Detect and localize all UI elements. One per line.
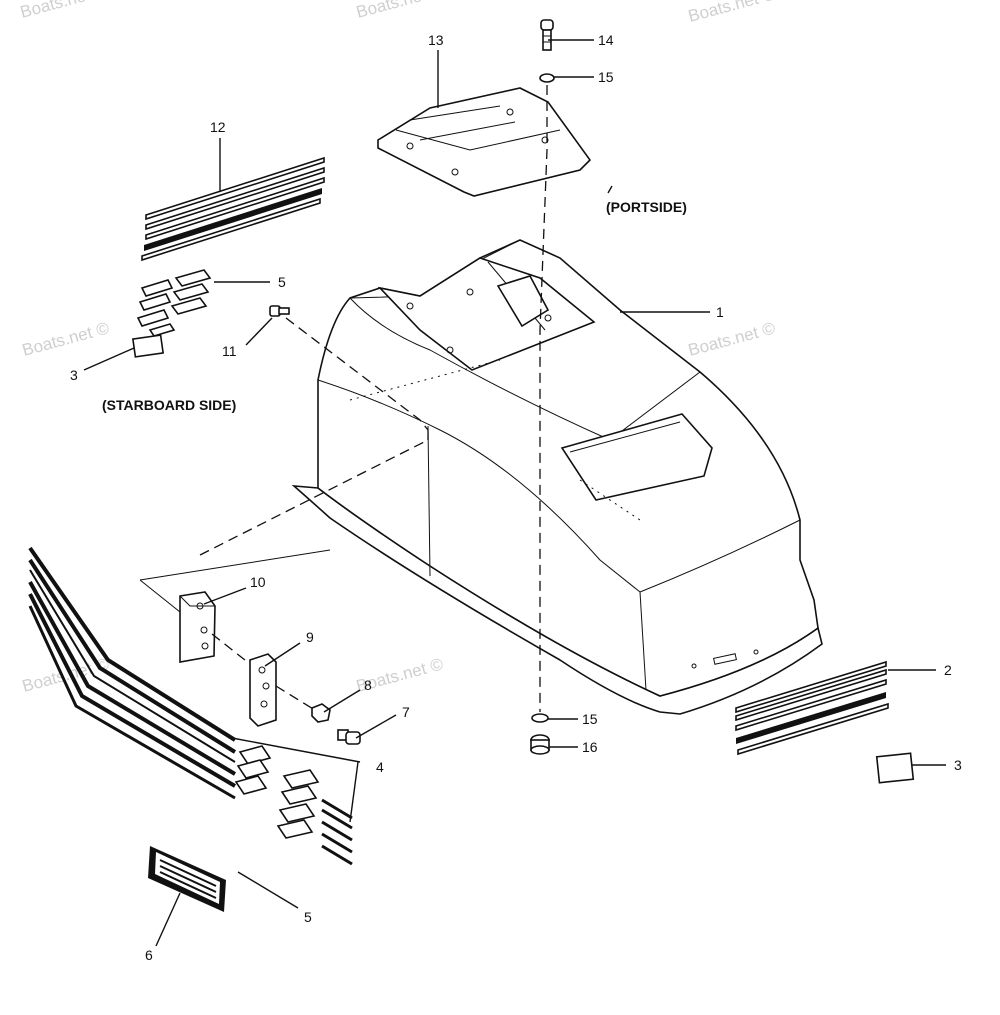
grommet-16 xyxy=(530,734,550,755)
bracket-9 xyxy=(249,653,277,727)
dashed-connector xyxy=(211,633,251,665)
leader-lines xyxy=(83,39,946,947)
leader-line xyxy=(139,549,331,581)
dashed-centerline xyxy=(539,85,548,712)
bracket-10 xyxy=(179,591,216,663)
label-15-lower: 15 xyxy=(582,711,598,727)
label-3-starboard: 3 xyxy=(70,367,78,383)
dashed-connector xyxy=(199,439,429,556)
screw-14 xyxy=(540,19,554,51)
label-14: 14 xyxy=(598,32,614,48)
watermark: Boats.net © xyxy=(20,318,111,360)
label-12: 12 xyxy=(210,119,226,135)
callout-labels: 13 14 15 12 1 5 11 3 10 9 2 8 7 15 16 3 … xyxy=(70,32,962,963)
label-1: 1 xyxy=(716,304,724,320)
stripe-decal-2 xyxy=(735,660,889,756)
portside-label: (PORTSIDE) xyxy=(606,199,687,215)
label-8: 8 xyxy=(364,677,372,693)
starboard-side-label: (STARBOARD SIDE) xyxy=(102,397,236,413)
label-6: 6 xyxy=(145,947,153,963)
label-5-upper: 5 xyxy=(278,274,286,290)
label-7: 7 xyxy=(402,704,410,720)
label-15-upper: 15 xyxy=(598,69,614,85)
stripe-decal-4 xyxy=(28,546,353,866)
dashed-connector-11 xyxy=(285,317,429,431)
label-16: 16 xyxy=(582,739,598,755)
watermark: Boats.net © xyxy=(686,0,777,26)
watermark: Boats.net © xyxy=(18,0,109,22)
leader-line xyxy=(139,579,181,613)
chevron-decals-5-upper xyxy=(136,269,212,337)
watermark: Boats.net © xyxy=(354,0,445,22)
dashed-connector xyxy=(275,685,319,713)
label-4: 4 xyxy=(376,759,384,775)
label-9: 9 xyxy=(306,629,314,645)
decal-3-starboard xyxy=(131,334,165,358)
nut-8 xyxy=(311,703,331,723)
washer-15-upper xyxy=(539,73,555,83)
label-10: 10 xyxy=(250,574,266,590)
screw-7 xyxy=(337,729,361,745)
decal-3-portside xyxy=(875,752,915,784)
washer-15-lower xyxy=(531,713,549,723)
label-3-portside: 3 xyxy=(954,757,962,773)
label-11: 11 xyxy=(222,343,237,359)
watermark: Boats.net © xyxy=(686,318,777,360)
label-13: 13 xyxy=(428,32,444,48)
label-2: 2 xyxy=(944,662,952,678)
screw-11 xyxy=(269,305,290,317)
cover-plate-13 xyxy=(377,87,592,197)
engine-cowl-1 xyxy=(291,239,823,715)
stripe-decal-12 xyxy=(141,156,325,262)
label-5-lower: 5 xyxy=(304,909,312,925)
badge-6 xyxy=(148,846,226,912)
